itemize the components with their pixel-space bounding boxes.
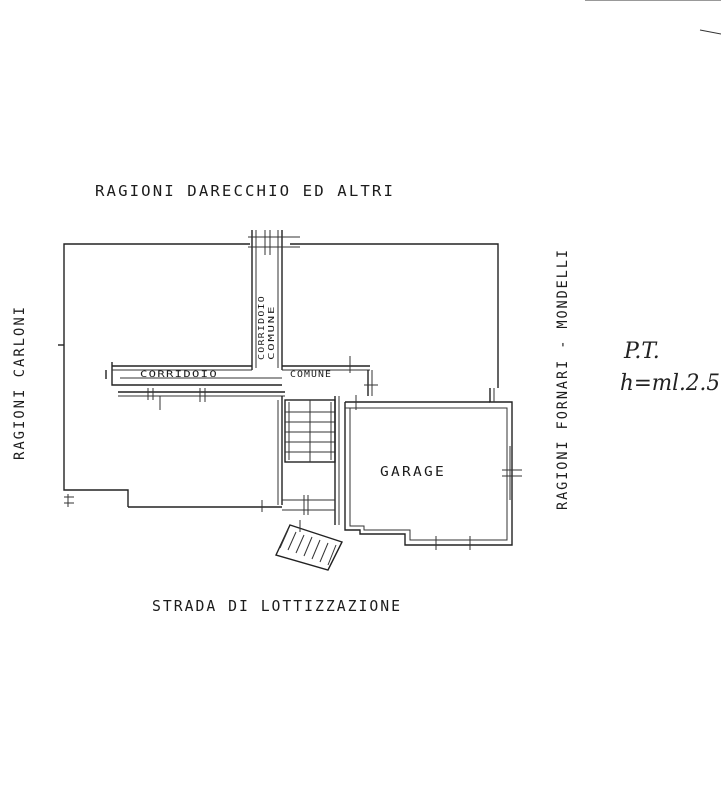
west-neighbor-label: RAGIONI CARLONI [12,305,28,460]
north-neighbor-label: RAGIONI DARECCHIO ED ALTRI [95,182,395,200]
height-annotation: h=ml.2.5 [620,371,720,396]
lot-boundary [58,243,499,507]
garage-room [344,388,522,550]
corridor-vertical-label-2: COMUNE [267,305,276,360]
garage-label: GARAGE [380,465,446,480]
east-neighbor-label: RAGIONI FORNARI - MONDELLI [555,248,571,510]
entry-steps [275,520,343,571]
staircase [284,399,336,463]
boundary-marker [64,494,74,507]
central-walls [128,396,340,525]
corridor-horizontal [105,356,378,410]
floor-annotation: P.T. [623,339,660,364]
south-road-label: STRADA DI LOTTIZZAZIONE [152,597,402,615]
corridor-vertical-label-1: CORRIDOIO [257,295,266,360]
scan-edge-mark [699,29,721,35]
corridor-label-right: COMUNE [290,370,332,380]
corridor-vertical [248,230,300,370]
corridor-label-left: CORRIDOIO [140,370,218,380]
